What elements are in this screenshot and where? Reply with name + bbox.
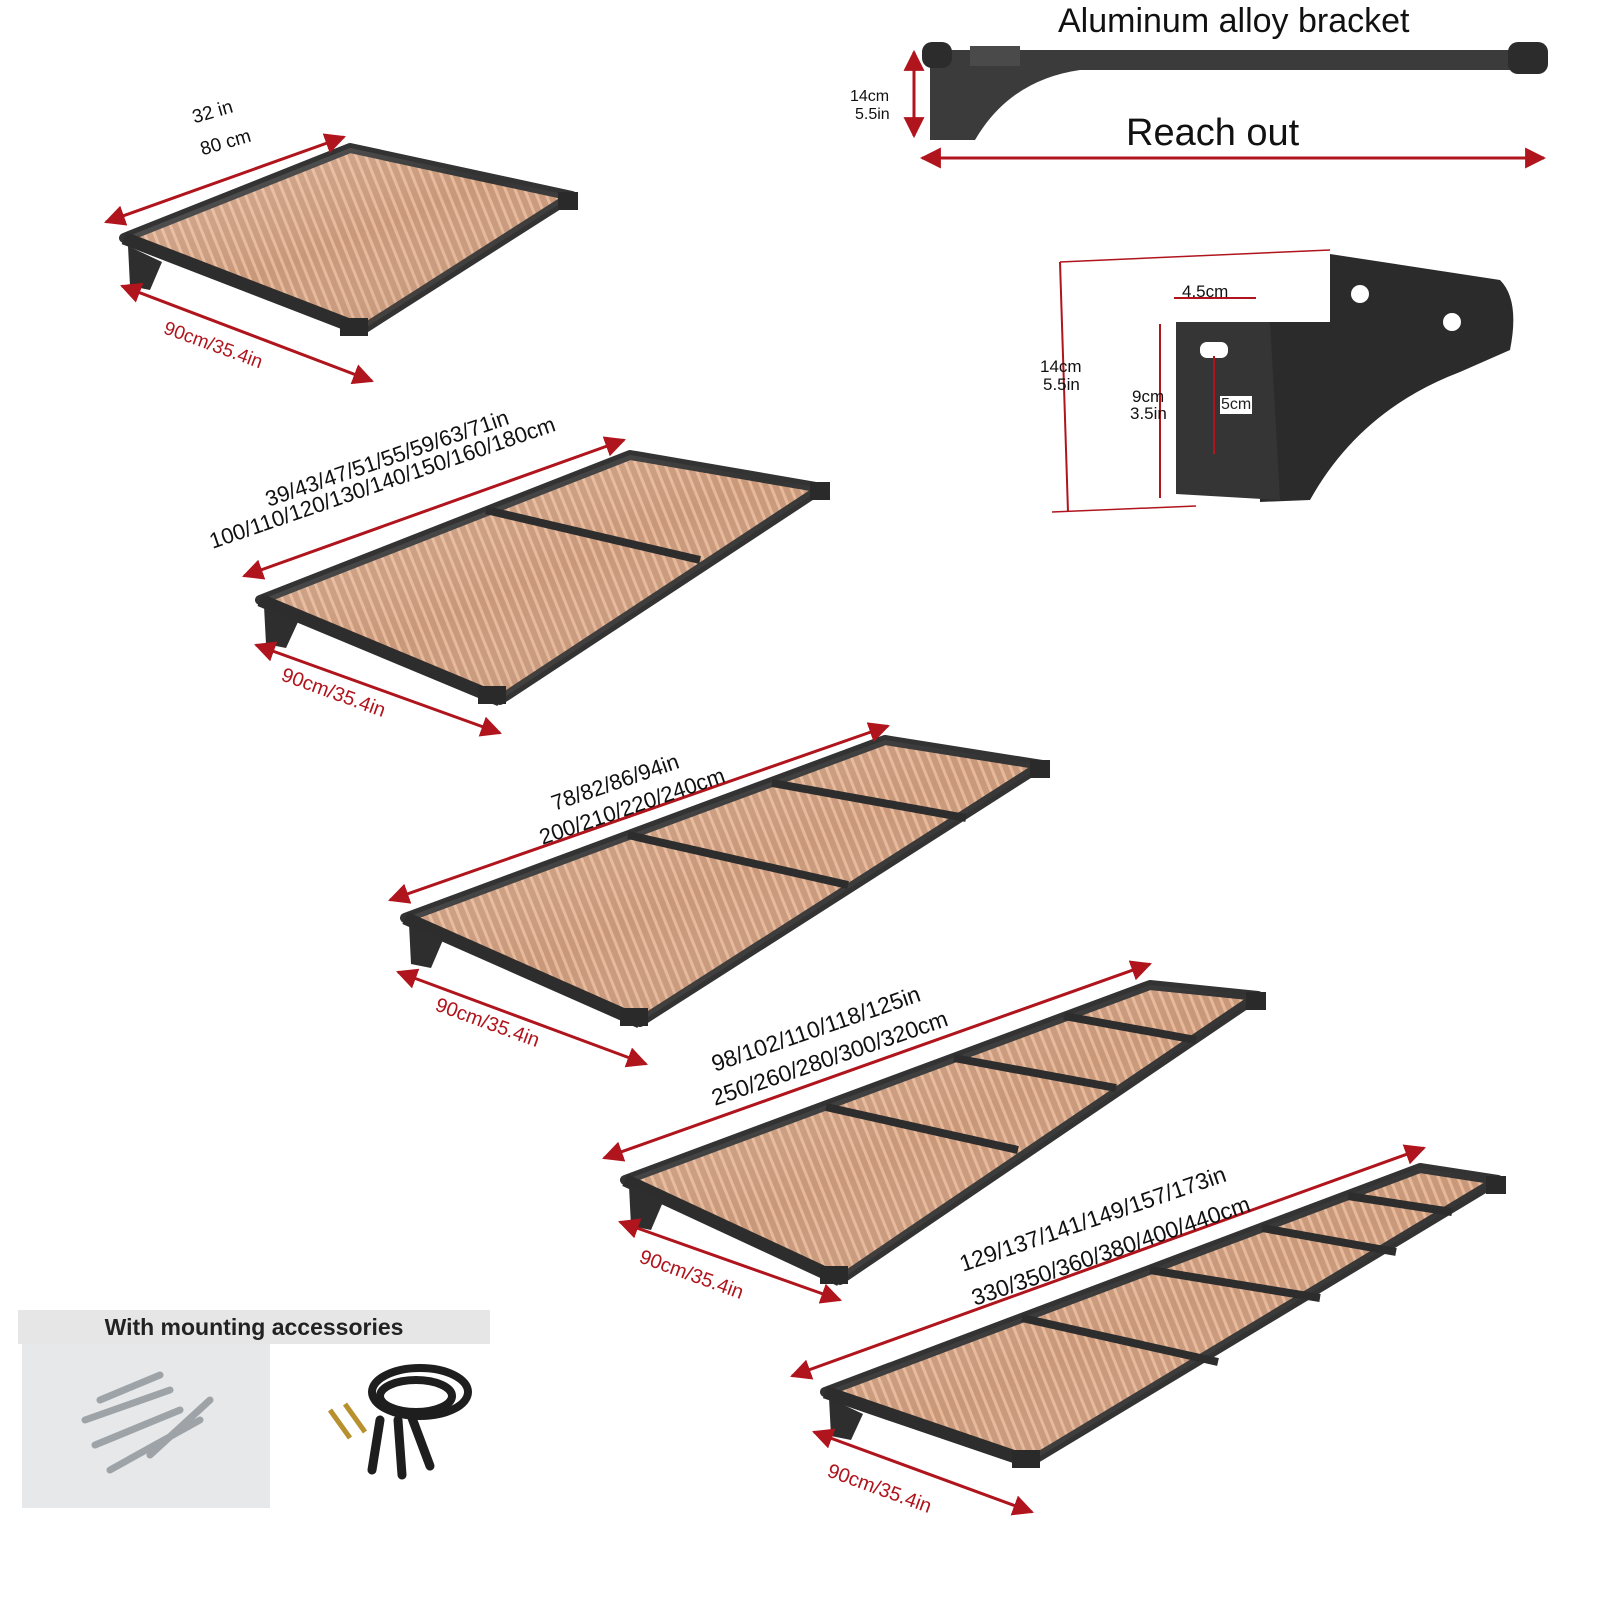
detail-inner-in: 3.5in bbox=[1130, 404, 1167, 423]
detail-slot-label: 5cm bbox=[1220, 396, 1253, 414]
reach-out-label: Reach out bbox=[1126, 112, 1300, 154]
accessory-illustrations bbox=[22, 1344, 480, 1508]
canopy-1 bbox=[104, 133, 578, 385]
detail-inner-cm: 9cm bbox=[1132, 387, 1165, 406]
canopy-4 bbox=[602, 960, 1266, 1304]
canopy-5 bbox=[790, 1144, 1506, 1516]
accessories-header: With mounting accessories bbox=[18, 1310, 490, 1344]
bracket-height-cm: 14cm bbox=[850, 88, 890, 105]
bracket-arm bbox=[128, 246, 162, 290]
bracket-detail bbox=[1051, 249, 1514, 513]
bracket-title: Aluminum alloy bracket bbox=[1058, 2, 1410, 40]
depth-dimension-1 bbox=[120, 282, 374, 385]
detail-width-label: 4.5cm bbox=[1182, 282, 1229, 301]
width-dimension-1 bbox=[104, 133, 346, 226]
canopy-2 bbox=[242, 436, 830, 737]
detail-height-in: 5.5in bbox=[1043, 375, 1080, 394]
detail-height-cm: 14cm bbox=[1040, 357, 1082, 376]
bracket-height-in: 5.5in bbox=[855, 106, 890, 123]
canopy-3 bbox=[388, 722, 1050, 1068]
accessories-title: With mounting accessories bbox=[104, 1314, 404, 1340]
aluminum-bracket-side bbox=[903, 42, 1548, 169]
